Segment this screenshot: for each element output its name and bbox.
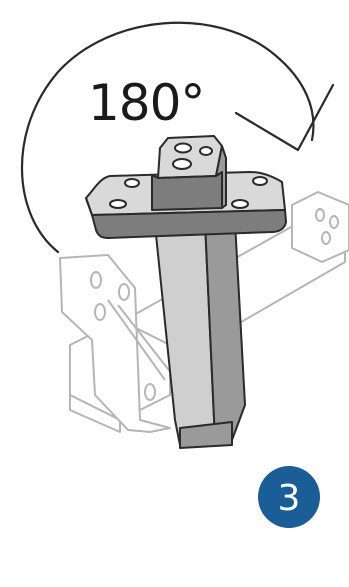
step-number: 3 — [278, 478, 301, 519]
mounting-post — [155, 222, 245, 448]
center-block — [152, 136, 226, 210]
step-badge: 3 — [258, 466, 320, 528]
rotation-angle-label: 180° — [88, 74, 204, 132]
